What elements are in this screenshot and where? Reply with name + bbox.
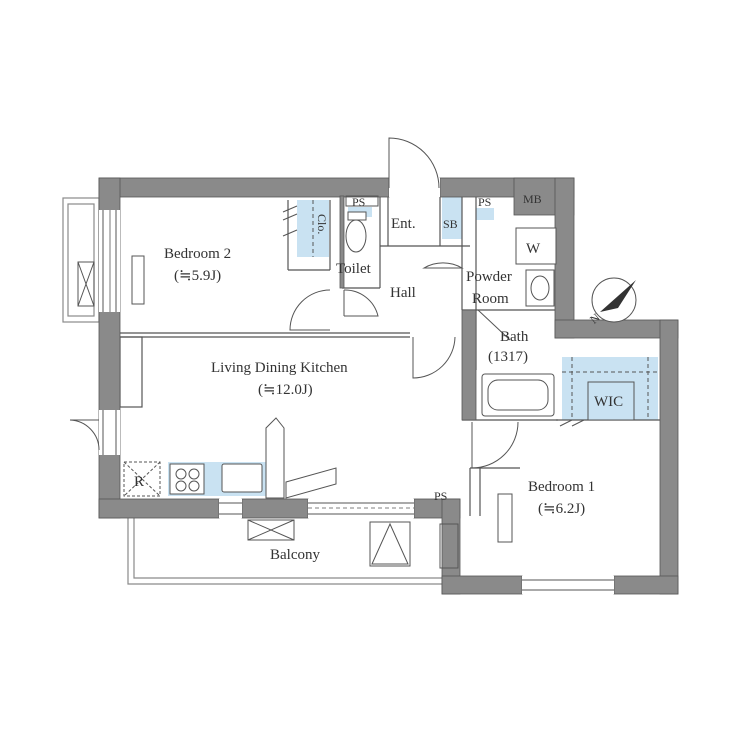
compass: N xyxy=(587,277,637,327)
ps-powder-label: PS xyxy=(478,195,491,209)
ldk-area: (≒12.0J) xyxy=(258,382,313,398)
ldk-side-door xyxy=(69,419,100,451)
kitchen-sink xyxy=(221,463,263,493)
balcony-label: Balcony xyxy=(270,547,320,563)
bedroom1-door xyxy=(471,421,519,469)
entrance-label: Ent. xyxy=(391,216,416,232)
fixtures xyxy=(123,211,557,499)
doors xyxy=(69,137,519,469)
powder-label-line2: Room xyxy=(472,291,509,307)
bedroom2-area: (≒5.9J) xyxy=(174,268,221,284)
bedroom1-area: (≒6.2J) xyxy=(538,501,585,517)
ps-toilet-label: PS xyxy=(352,195,365,209)
toilet-ps-box xyxy=(345,195,379,207)
washer xyxy=(515,227,557,265)
storage-details xyxy=(282,200,658,427)
powder-ps-fill xyxy=(476,208,494,220)
ldk-counter xyxy=(285,467,337,499)
powder-door xyxy=(422,262,464,269)
entrance-door xyxy=(388,137,440,189)
compass-arrow-icon xyxy=(600,280,636,312)
hall-ldk-door xyxy=(412,336,456,379)
room-labels: Bedroom 2 (≒5.9J) Living Dining Kitchen … xyxy=(134,192,623,563)
ps-bedroom1-label: PS xyxy=(434,489,447,503)
bath-size: (1317) xyxy=(488,349,528,365)
bedroom2-label: Bedroom 2 xyxy=(164,246,231,262)
washer-label: W xyxy=(526,241,541,257)
shoe-box-fill xyxy=(442,197,462,239)
bath-door xyxy=(477,309,511,341)
bath-label: Bath xyxy=(500,329,529,345)
hall-label: Hall xyxy=(390,285,416,301)
bedroom2-door xyxy=(289,289,331,331)
shoe-box-label: SB xyxy=(443,217,458,231)
left-balcony-inner xyxy=(67,203,95,317)
south-balcony xyxy=(127,516,461,585)
south-balcony-inner xyxy=(133,516,461,579)
toilet-label: Toilet xyxy=(336,261,372,277)
toilet-door xyxy=(343,289,379,317)
wic-label: WIC xyxy=(594,394,623,410)
powder-label-line1: Powder xyxy=(466,269,512,285)
mb-label: MB xyxy=(523,192,542,206)
toilet-bowl xyxy=(345,219,367,253)
stove xyxy=(169,463,205,495)
window-openings xyxy=(99,178,614,594)
toilet-tank xyxy=(347,211,367,221)
refrigerator-label: R xyxy=(134,474,144,490)
ldk-label: Living Dining Kitchen xyxy=(211,360,348,376)
closet-label: Clo. xyxy=(315,214,329,234)
ac-units xyxy=(77,255,513,569)
bedroom1-label: Bedroom 1 xyxy=(528,479,595,495)
kitchen-partition xyxy=(265,417,285,499)
